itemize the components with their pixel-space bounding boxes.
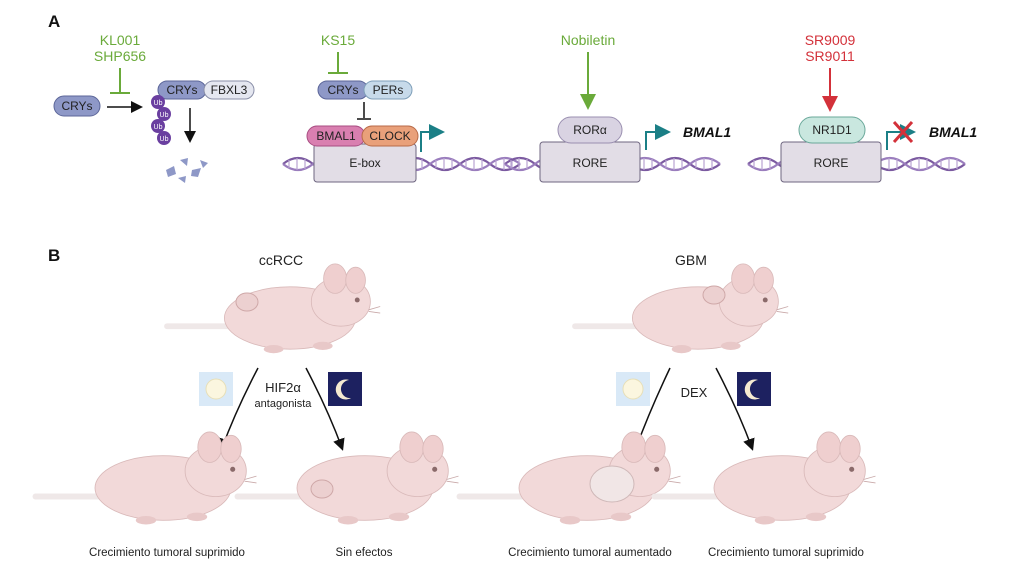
treatment-ccrcc-line1: HIF2α xyxy=(265,380,301,395)
mouse-ccrcc-top xyxy=(167,264,380,353)
drug-nobiletin: Nobiletin xyxy=(561,32,615,48)
crys-bound-label: CRYs xyxy=(166,83,197,97)
mouse-ccrcc-day xyxy=(35,432,256,525)
ror-pill xyxy=(557,116,623,144)
ror-label: RORα xyxy=(573,123,607,137)
fbxl3-label: FBXL3 xyxy=(211,83,248,97)
ebox-label: E-box xyxy=(349,156,380,170)
clock-pill xyxy=(361,125,419,147)
rore1-transcription-arrow xyxy=(645,124,671,150)
title-ccrcc: ccRCC xyxy=(259,252,303,268)
tumor-gbm-top xyxy=(702,285,726,305)
tumor-ccrcc-night xyxy=(310,479,334,499)
panel-b-label: B xyxy=(48,246,60,265)
gene-bmal1-activated: BMAL1 xyxy=(683,124,731,140)
mouse-gbm-day xyxy=(460,432,681,525)
mouse-ccrcc-night xyxy=(238,432,459,525)
caption-gbm-night: Crecimiento tumoral suprimido xyxy=(708,547,864,559)
drug-sr9011: SR9011 xyxy=(805,48,855,64)
ubiquitin-chain: Ub Ub Ub Ub xyxy=(151,95,171,145)
sun-icon-gbm xyxy=(622,378,644,400)
rore1-label: RORE xyxy=(573,156,608,170)
moon-icon-ccrcc xyxy=(335,379,351,400)
crys-free-label: CRYs xyxy=(61,99,92,113)
pers-pill xyxy=(363,80,413,100)
clock-label: CLOCK xyxy=(369,129,410,143)
pers-label: PERs xyxy=(373,83,404,97)
drug-sr9009: SR9009 xyxy=(805,32,856,48)
mouse-gbm-top xyxy=(575,264,788,353)
crys-ks15-label: CRYs xyxy=(327,83,358,97)
caption-ccrcc-day: Crecimiento tumoral suprimido xyxy=(89,547,245,559)
ub-4: Ub xyxy=(160,136,169,143)
treatment-gbm: DEX xyxy=(681,385,708,400)
arrow-gbm-night xyxy=(715,367,755,451)
night-icon-gbm xyxy=(737,372,771,406)
degraded-fragments xyxy=(166,158,208,183)
caption-ccrcc-night: Sin efectos xyxy=(336,547,393,559)
ub-2: Ub xyxy=(160,112,169,119)
crys-free-pill xyxy=(53,95,101,117)
bmal1-label: BMAL1 xyxy=(316,129,356,143)
rore2-label: RORE xyxy=(814,156,849,170)
mouse-gbm-night xyxy=(655,432,876,525)
ebox-transcription-arrow xyxy=(420,124,445,152)
caption-gbm-day: Crecimiento tumoral aumentado xyxy=(508,547,672,559)
tumor-gbm-day xyxy=(589,465,635,503)
title-gbm: GBM xyxy=(675,252,707,268)
dna-ebox-right xyxy=(398,156,522,172)
fbxl3-pill xyxy=(203,80,255,100)
night-icon-ccrcc xyxy=(328,372,362,406)
moon-icon-gbm xyxy=(744,379,760,400)
blocked-x-icon xyxy=(892,120,914,144)
ebox-box xyxy=(313,143,417,183)
sun-icon-ccrcc xyxy=(205,378,227,400)
treatment-ccrcc-line2: antagonista xyxy=(255,398,313,410)
drug-kl001: KL001 xyxy=(100,32,141,48)
ub-1: Ub xyxy=(154,100,163,107)
nr1d1-pill xyxy=(798,116,866,144)
tumor-ccrcc-top xyxy=(235,292,259,312)
ub-3: Ub xyxy=(154,124,163,131)
panel-a-label: A xyxy=(48,12,60,31)
drug-shp656: SHP656 xyxy=(94,48,146,64)
gene-bmal1-repressed: BMAL1 xyxy=(929,124,977,140)
drug-ks15: KS15 xyxy=(321,32,355,48)
nr1d1-label: NR1D1 xyxy=(812,123,852,137)
arrow-ccrcc-night xyxy=(305,367,345,451)
